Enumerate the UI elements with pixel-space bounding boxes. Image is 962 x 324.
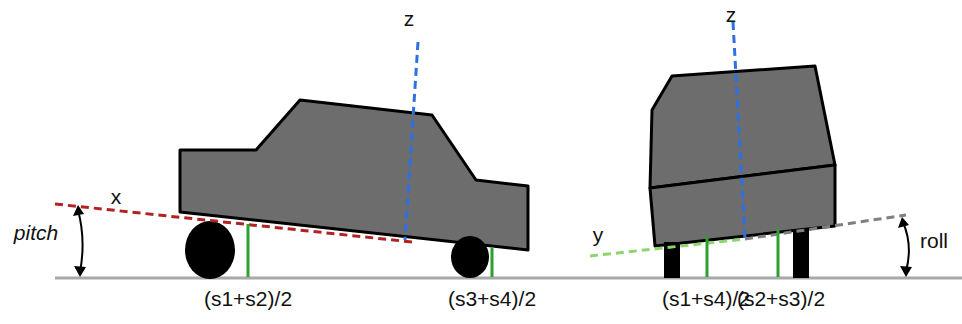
y-axis-extension bbox=[745, 215, 906, 239]
wheel bbox=[793, 230, 809, 278]
front-wheel bbox=[185, 221, 235, 279]
ground-line bbox=[55, 277, 962, 280]
sensor-line bbox=[777, 229, 780, 277]
axis-label: z bbox=[726, 4, 737, 25]
sensor-label: (s3+s4)/2 bbox=[448, 288, 536, 309]
sensor-label: (s1+s4)/2 bbox=[662, 288, 750, 309]
car-body-side bbox=[180, 100, 528, 250]
z-axis bbox=[733, 22, 745, 239]
axis-label: z bbox=[404, 8, 415, 29]
sensor-label: (s2+s3)/2 bbox=[737, 288, 825, 309]
y-axis bbox=[590, 239, 745, 256]
z-axis bbox=[405, 42, 418, 240]
sensor-line bbox=[706, 237, 709, 277]
arrowhead bbox=[73, 205, 84, 216]
arrowhead bbox=[900, 266, 912, 277]
axis-label: x bbox=[111, 186, 122, 207]
angle-label: pitch bbox=[14, 222, 58, 243]
rear-wheel bbox=[451, 236, 489, 278]
angle-label: roll bbox=[920, 230, 948, 251]
axis-label: y bbox=[593, 224, 604, 245]
sensor-line bbox=[247, 224, 250, 277]
x-axis bbox=[55, 204, 412, 242]
arrowhead bbox=[74, 266, 86, 277]
pitch-arc bbox=[78, 210, 83, 272]
sensor-label: (s1+s2)/2 bbox=[204, 288, 292, 309]
arrowhead bbox=[898, 217, 909, 228]
sensor-line bbox=[491, 247, 494, 277]
roll-arc bbox=[903, 222, 909, 271]
